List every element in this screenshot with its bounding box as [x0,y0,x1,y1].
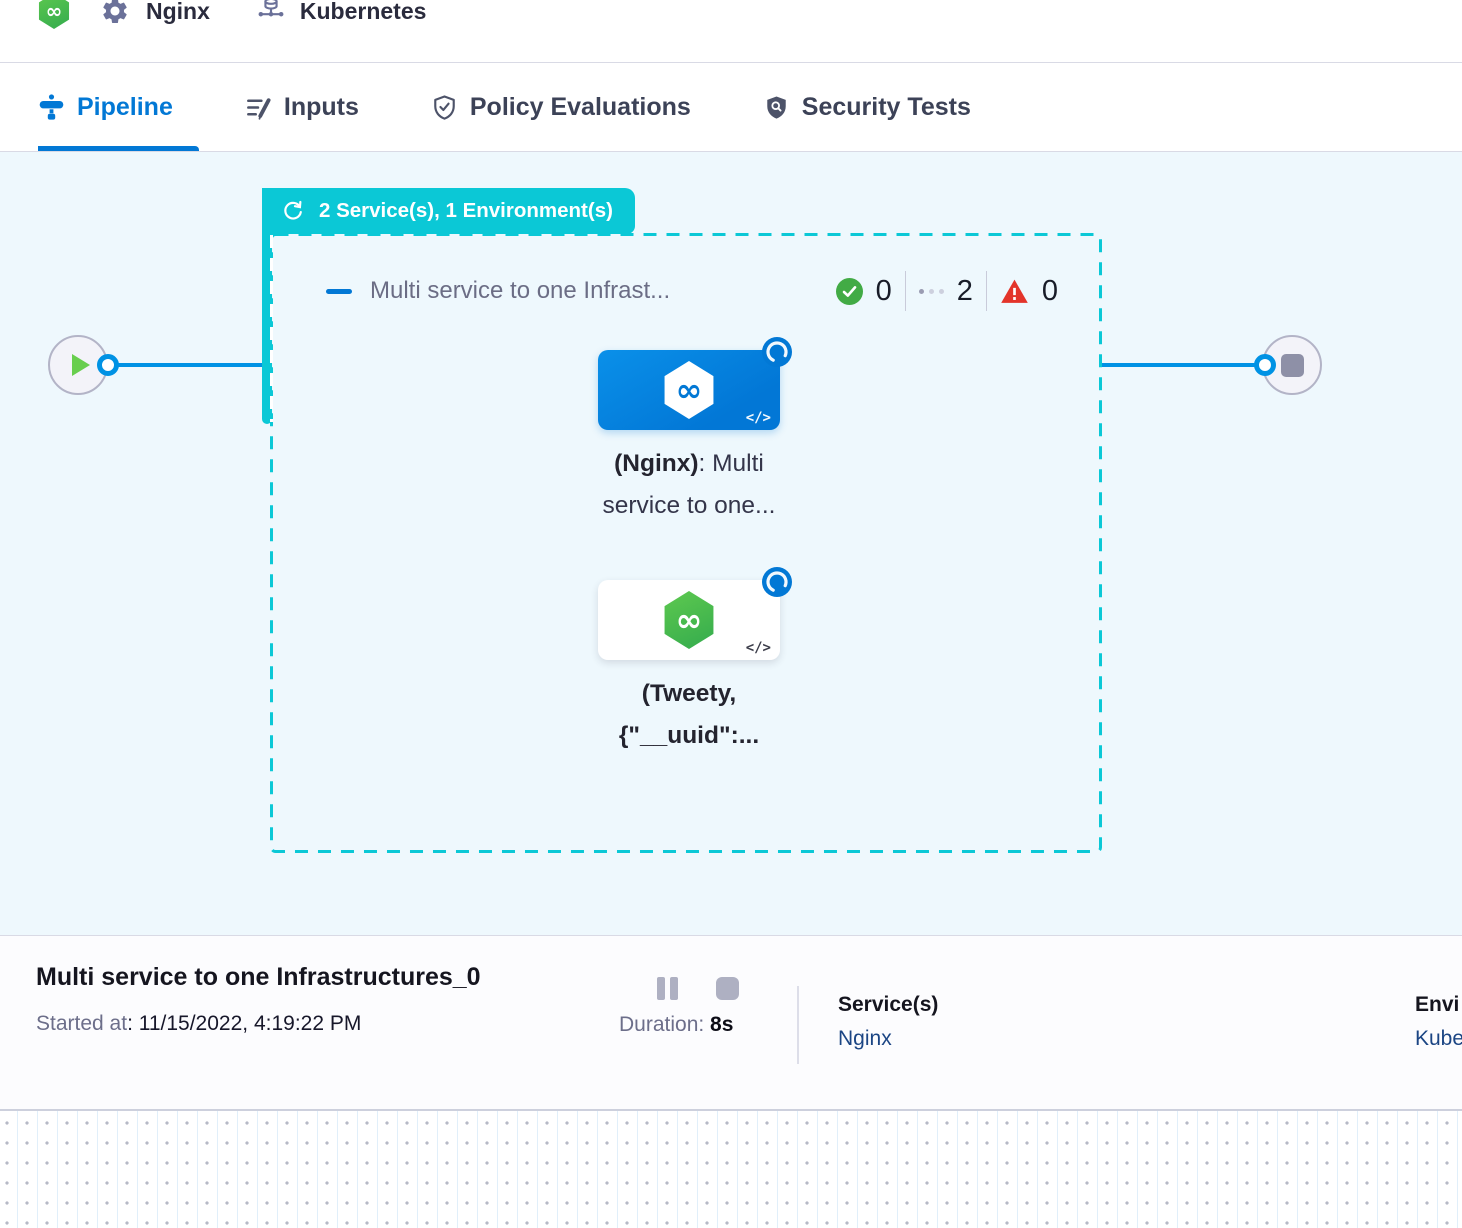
play-icon [72,354,90,376]
harness-service-icon: ∞ [38,0,70,29]
node-name-bold: (Nginx) [614,450,699,477]
stage-dashed-border [270,233,1102,853]
execution-footer: Multi service to one Infrastructures_0 S… [0,935,1462,1111]
execution-title: Multi service to one Infrastructures_0 [36,963,481,991]
flow-line-right [1100,363,1258,367]
environments-label: Envi [1415,993,1460,1016]
execution-tabs: Pipeline Inputs Poli [0,63,1462,152]
failed-icon [1000,278,1029,305]
tab-policy-evaluations-label: Policy Evaluations [469,92,691,121]
tab-pipeline[interactable]: Pipeline [38,63,199,151]
code-icon: </> [745,640,771,656]
node-name-line2: {"__uuid":... [618,722,760,749]
stop-icon [1280,353,1304,377]
policy-evaluations-icon [431,94,458,121]
count-divider [904,271,906,311]
pause-button[interactable] [657,977,678,1000]
node-name-rest: : Multi [698,450,764,477]
refresh-icon [284,200,302,220]
failed-count: 0 [1041,274,1058,307]
running-icon [918,288,944,294]
service-node-tweety[interactable]: ∞ </> [598,567,792,660]
success-icon [835,277,863,305]
node-name-line2: service to one... [602,492,776,519]
tab-policy-evaluations[interactable]: Policy Evaluations [431,63,717,151]
stage-accent-bar [262,188,272,424]
duration-label: Duration: [619,1013,711,1036]
environment-icon [256,0,286,26]
breadcrumb: ∞ Nginx Kubernetes [0,0,1462,63]
node-label-tweety: (Tweety, {"__uuid":... [539,673,839,757]
stage-container: Multi service to one Infrast... 0 2 0 [270,233,1102,853]
breadcrumb-service-name[interactable]: Nginx [146,0,210,24]
services-label: Service(s) [838,993,939,1016]
spinner-icon [761,566,793,598]
started-at-value: : 11/15/2022, 4:19:22 PM [127,1012,362,1035]
infinity-glyph: ∞ [45,0,63,23]
stage-services-badge-label: 2 Service(s), 1 Environment(s) [319,199,613,222]
service-hexagon-icon: ∞ [664,361,714,419]
footer-services: Service(s) Nginx [838,993,938,1051]
service-node-nginx[interactable]: ∞ </> [598,337,792,430]
security-tests-icon [763,94,790,121]
tab-inputs[interactable]: Inputs [245,63,385,151]
flow-line-left [112,363,264,367]
node-name-line1: (Tweety, [641,680,737,707]
gear-icon [100,0,130,26]
active-tab-underline [38,146,199,151]
pipeline-canvas: 2 Service(s), 1 Environment(s) Multi ser… [0,152,1462,935]
count-divider [985,271,987,311]
footer-environments: Envi Kube [1415,993,1462,1051]
tab-security-tests[interactable]: Security Tests [763,63,997,151]
abort-button[interactable] [716,977,739,1000]
stage-border-overlay [270,235,273,422]
environments-link[interactable]: Kube [1415,1027,1462,1050]
duration: Duration: 8s [619,1013,733,1037]
tab-security-tests-label: Security Tests [801,92,971,121]
collapse-stage-icon[interactable] [326,288,352,294]
end-connector-dot[interactable] [1254,354,1276,376]
node-label-nginx: (Nginx): Multi service to one... [539,443,839,527]
infinity-glyph: ∞ [675,601,703,639]
stage-header: Multi service to one Infrast... 0 2 0 [326,271,1058,311]
duration-value: 8s [710,1013,734,1036]
log-grid-area [0,1111,1462,1228]
start-connector-dot[interactable] [97,354,119,376]
tab-pipeline-label: Pipeline [77,92,173,121]
running-count: 2 [956,274,973,307]
stage-services-badge[interactable]: 2 Service(s), 1 Environment(s) [262,188,635,234]
breadcrumb-environment-name[interactable]: Kubernetes [299,0,427,24]
code-icon: </> [745,410,771,426]
services-link[interactable]: Nginx [838,1027,892,1050]
service-hexagon-icon: ∞ [664,591,714,649]
spinner-icon [761,336,793,368]
started-at-label: Started at [36,1012,128,1035]
inputs-icon [245,94,272,121]
infinity-glyph: ∞ [675,371,703,409]
stage-title[interactable]: Multi service to one Infrast... [370,277,671,304]
footer-divider [797,986,799,1064]
stage-status-counts: 0 2 0 [835,271,1058,311]
success-count: 0 [875,274,892,307]
started-at: Started at: 11/15/2022, 4:19:22 PM [36,1012,361,1036]
tab-inputs-label: Inputs [283,92,359,121]
pipeline-icon [38,93,65,121]
